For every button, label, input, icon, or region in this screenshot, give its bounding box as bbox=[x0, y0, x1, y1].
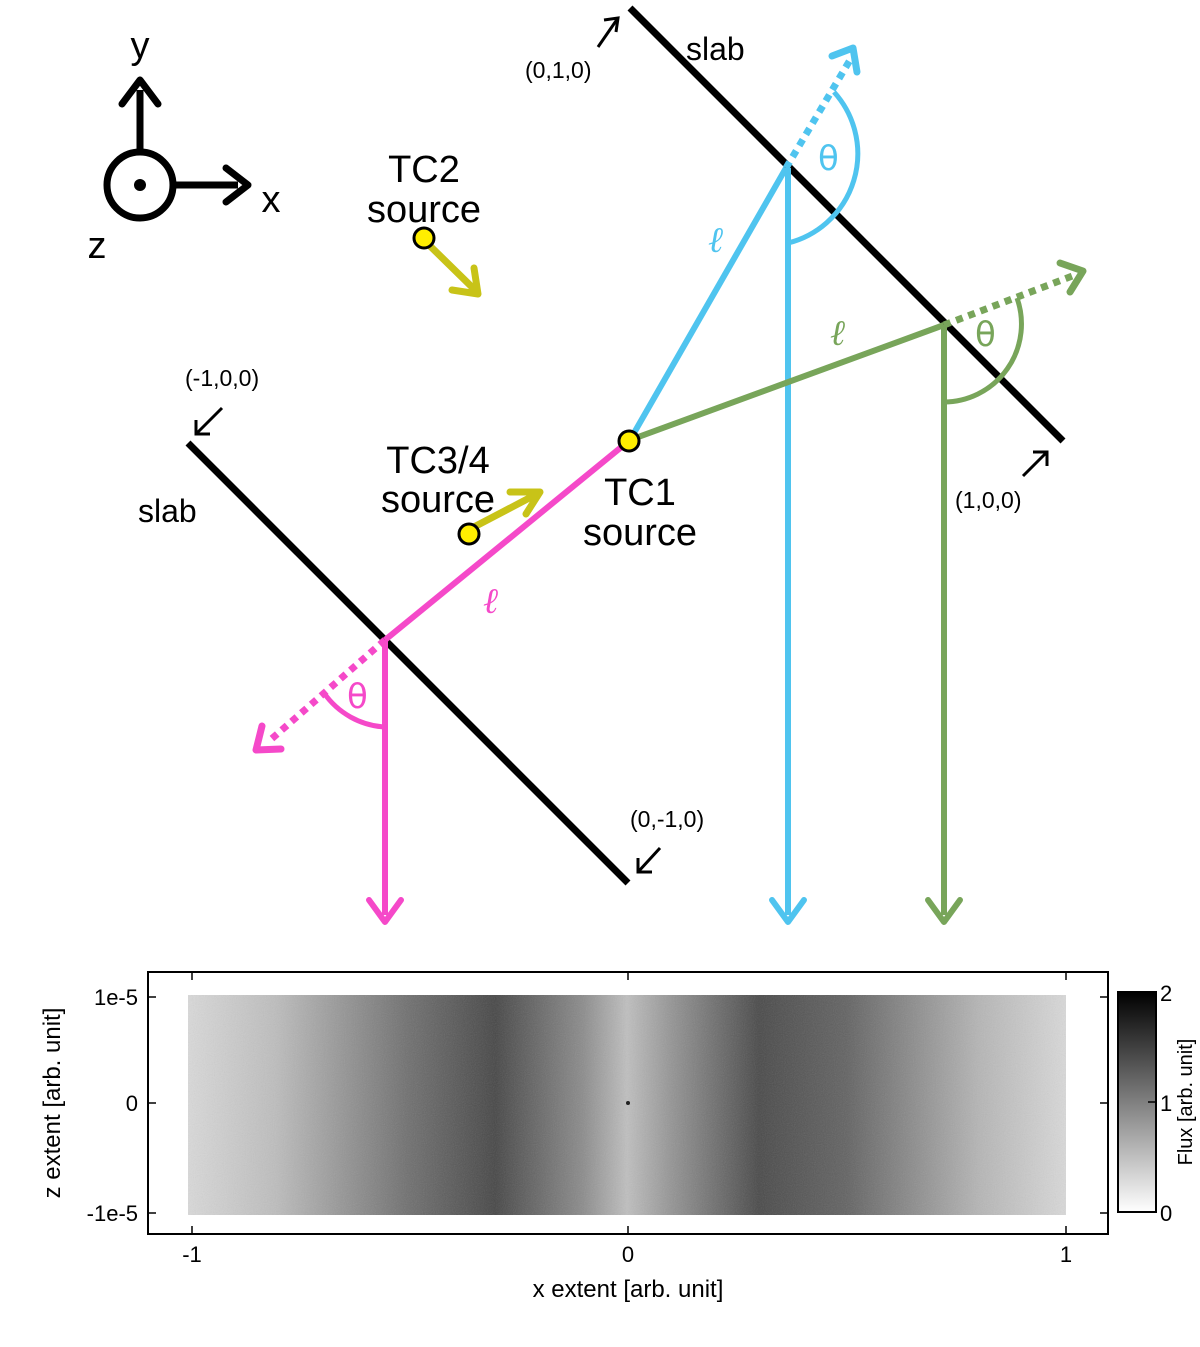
tc1-source-dot bbox=[617, 429, 641, 453]
z-axis-circle bbox=[103, 148, 177, 222]
colorbar-tick-top: 2 bbox=[1160, 981, 1172, 1006]
green-dotted-extension bbox=[942, 271, 1077, 329]
green-path-line bbox=[628, 322, 946, 443]
cyan-path-label: ℓ bbox=[708, 220, 723, 261]
magenta-path-line bbox=[383, 437, 632, 643]
slab-bottom-line bbox=[185, 440, 631, 886]
cyan-path-line bbox=[627, 166, 789, 442]
corner-arrow-1-0-0 bbox=[1021, 450, 1049, 478]
y-tick-label-top: 1e-5 bbox=[94, 985, 138, 1010]
cyan-angle-arc bbox=[787, 90, 861, 246]
tc2-label-line1: TC2 bbox=[388, 149, 460, 191]
tc34-source-dot bbox=[457, 522, 481, 546]
flux-image-noise bbox=[188, 995, 1066, 1215]
colorbar-ticks bbox=[1148, 991, 1156, 1213]
corner-label-1-0-0: (1,0,0) bbox=[955, 487, 1021, 513]
cyan-dotted-extension bbox=[782, 58, 854, 170]
colorbar-title: Flux [arb. unit] bbox=[1175, 1039, 1197, 1166]
tc34-label-line2: source bbox=[381, 479, 495, 521]
y-tick-label-bottom: -1e-5 bbox=[87, 1201, 138, 1226]
axes-legend: y x z bbox=[88, 25, 281, 267]
corner-arrowhead-1-0-0 bbox=[1033, 450, 1049, 466]
tc1-label-line2: source bbox=[583, 512, 697, 554]
cyan-angle-label: θ bbox=[818, 139, 839, 179]
green-angle-arc bbox=[943, 297, 1024, 405]
tc2-source-dot bbox=[412, 226, 436, 250]
green-down-arrowhead bbox=[925, 897, 963, 925]
y-arrowhead bbox=[118, 76, 162, 108]
slab-top-line bbox=[627, 5, 1066, 444]
corner-arrow-m1-0-0 bbox=[194, 406, 224, 436]
tc1-label-line1: TC1 bbox=[604, 472, 676, 514]
x-tick-label-mid: 0 bbox=[622, 1242, 634, 1267]
tc2-label-line2: source bbox=[367, 189, 481, 231]
y-axis-label: y bbox=[131, 25, 150, 67]
corner-label-0-1-0: (0,1,0) bbox=[525, 57, 591, 83]
x-axis-label: x bbox=[262, 179, 281, 221]
corner-arrowhead-m1-0-0 bbox=[194, 420, 210, 436]
slab-top-label: slab bbox=[686, 31, 745, 67]
corner-arrowhead-0-1-0 bbox=[603, 16, 620, 33]
green-angle-label: θ bbox=[975, 315, 996, 355]
z-axis-label: z bbox=[88, 225, 107, 267]
y-axis-title: z extent [arb. unit] bbox=[39, 1008, 66, 1199]
tc34-label-line1: TC3/4 bbox=[386, 440, 489, 482]
corner-label-0-m1-0: (0,-1,0) bbox=[630, 806, 704, 832]
magenta-angle-label: θ bbox=[347, 677, 368, 717]
corner-arrowhead-0-m1-0 bbox=[636, 858, 652, 874]
x-axis-title: x extent [arb. unit] bbox=[533, 1276, 724, 1303]
x-tick-label-right: 1 bbox=[1060, 1242, 1072, 1267]
x-arrowhead bbox=[222, 164, 252, 206]
colorbar-tick-bottom: 0 bbox=[1160, 1201, 1172, 1226]
plot-ticks bbox=[148, 972, 1108, 1234]
cyan-dotted-arrowhead bbox=[828, 44, 861, 76]
corner-label-m1-0-0: (-1,0,0) bbox=[185, 365, 259, 391]
green-path-label: ℓ bbox=[830, 313, 845, 354]
detector-plot: -1 0 1 1e-5 0 -1e-5 x extent [arb. unit]… bbox=[39, 971, 1197, 1303]
tc2-direction-arrow bbox=[425, 241, 482, 298]
magenta-ray bbox=[252, 437, 632, 925]
colorbar-tick-mid: 1 bbox=[1160, 1091, 1172, 1116]
green-ray bbox=[628, 259, 1087, 925]
cyan-down-arrowhead bbox=[769, 897, 807, 925]
y-tick-label-mid: 0 bbox=[126, 1091, 138, 1116]
magenta-dotted-arrowhead bbox=[252, 722, 285, 754]
z-axis-dot bbox=[134, 179, 146, 191]
magenta-path-label: ℓ bbox=[483, 581, 498, 622]
slab-bottom-label: slab bbox=[138, 493, 197, 529]
magenta-angle-arc bbox=[321, 691, 386, 730]
corner-arrow-0-1-0 bbox=[596, 17, 620, 48]
center-dot bbox=[626, 1101, 630, 1105]
corner-arrow-0-m1-0 bbox=[636, 846, 662, 874]
magenta-down-arrowhead bbox=[366, 897, 404, 925]
green-dotted-arrowhead bbox=[1056, 259, 1087, 296]
x-tick-label-left: -1 bbox=[182, 1242, 202, 1267]
tc34-direction-arrow bbox=[470, 488, 544, 532]
cyan-ray bbox=[627, 44, 861, 925]
